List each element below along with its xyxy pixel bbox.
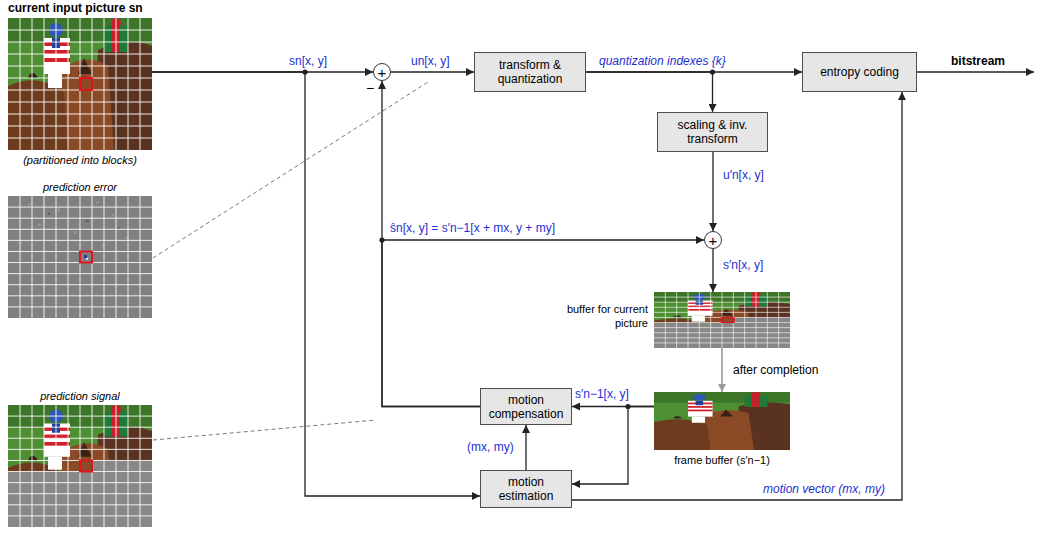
- box-label: entropy coding: [820, 65, 899, 79]
- scene-image: [654, 392, 790, 450]
- box-label: motion estimation: [486, 475, 566, 503]
- output-arrow: [917, 71, 1034, 72]
- picture-heading: prediction error: [8, 180, 152, 194]
- signal-label: ŝn[x, y] = s′n−1[x + mx, y + my]: [389, 221, 556, 235]
- illustration-shape: [86, 220, 89, 222]
- scene-image: [8, 405, 152, 527]
- signal-connector: [572, 92, 902, 500]
- process-box: transform & quantization: [474, 52, 586, 92]
- current-buffer-picture: [654, 292, 790, 348]
- input-picture: [8, 18, 152, 150]
- error-ground: [8, 196, 152, 318]
- current-block: [80, 251, 92, 262]
- signal-connector: [586, 72, 713, 112]
- signal-label: s′n−1[x, y]: [574, 387, 630, 401]
- signal-connector: [525, 425, 526, 470]
- signal-connector: [382, 240, 704, 407]
- plus-sign: +: [378, 65, 387, 80]
- prediction-signal-picture: [8, 405, 152, 527]
- signal-label: u′n[x, y]: [722, 168, 765, 182]
- signal-connector: [572, 407, 654, 485]
- signal-label: motion vector (mx, my): [762, 482, 886, 496]
- current-block: [80, 460, 92, 471]
- picture-heading: buffer for current picture: [562, 302, 648, 330]
- junction-dot: [379, 237, 384, 242]
- illustration-shape: [48, 213, 50, 215]
- signal-label: sn[x, y]: [288, 54, 328, 68]
- signal-connector: [382, 81, 480, 407]
- summing-junction: +: [373, 63, 391, 81]
- illustration-shape: [84, 255, 87, 258]
- illustration-shape: [86, 258, 88, 260]
- plus-sign: +: [709, 233, 718, 248]
- illustration-shape: [126, 237, 129, 239]
- frame-buffer-picture: [654, 392, 790, 450]
- picture-frame: current input picture sn(partitioned int…: [8, 18, 152, 150]
- illustration-shape: [38, 224, 41, 226]
- signal-label: s′n[x, y]: [722, 258, 764, 272]
- picture-frame: prediction signal: [8, 405, 152, 527]
- process-box: entropy coding: [802, 52, 917, 92]
- illustration-shape: [96, 202, 99, 204]
- process-box: motion estimation: [480, 470, 572, 508]
- junction-dot: [625, 404, 630, 409]
- junction-dot: [302, 69, 307, 74]
- block-grid: [654, 292, 790, 348]
- signal-label: quantization indexes {k}: [598, 54, 727, 68]
- picture-heading: current input picture sn: [8, 1, 143, 15]
- process-box: motion compensation: [480, 388, 572, 425]
- junction-dot: [710, 69, 715, 74]
- picture-frame: frame buffer (s′n−1): [654, 392, 790, 450]
- block-grid: [8, 18, 152, 150]
- illustration-shape: [58, 209, 60, 212]
- picture-frame: prediction error: [8, 196, 152, 318]
- current-block: [722, 317, 733, 322]
- scene-image: [654, 292, 790, 348]
- signal-connector: [712, 152, 713, 231]
- picture-heading: prediction signal: [8, 389, 152, 403]
- signal-connector: [712, 249, 713, 292]
- picture-frame: buffer for current picture: [654, 292, 790, 348]
- signal-label: (mx, my): [466, 440, 515, 454]
- error-specks-dark: [48, 213, 120, 260]
- signal-label: after completion: [732, 363, 819, 377]
- block-grid: [8, 196, 152, 318]
- illustration-shape: [28, 203, 31, 205]
- signal-label: un[x, y]: [410, 54, 451, 68]
- output-label: bitstream: [950, 54, 1006, 68]
- signal-connector: [721, 348, 723, 392]
- illustration-shape: [112, 214, 114, 216]
- current-block: [80, 78, 92, 90]
- box-label: transform & quantization: [480, 58, 580, 86]
- minus-sign: −: [365, 81, 375, 95]
- box-label: scaling & inv. transform: [663, 118, 762, 146]
- leader-line: [153, 420, 376, 440]
- not-yet-coded-area: [92, 460, 152, 471]
- picture-note: (partitioned into blocks): [8, 153, 152, 167]
- not-yet-coded-area: [733, 317, 790, 322]
- leader-line: [153, 82, 428, 258]
- block-grid: [8, 405, 152, 527]
- box-label: motion compensation: [486, 393, 566, 421]
- prediction-error-picture: [8, 196, 152, 318]
- picture-caption: frame buffer (s′n−1): [634, 453, 810, 467]
- scene-image: [8, 18, 152, 150]
- process-box: scaling & inv. transform: [657, 112, 768, 152]
- illustration-shape: [74, 231, 76, 234]
- signal-connector: [391, 71, 474, 72]
- signal-connector: [152, 72, 480, 496]
- summing-junction: +: [704, 231, 722, 249]
